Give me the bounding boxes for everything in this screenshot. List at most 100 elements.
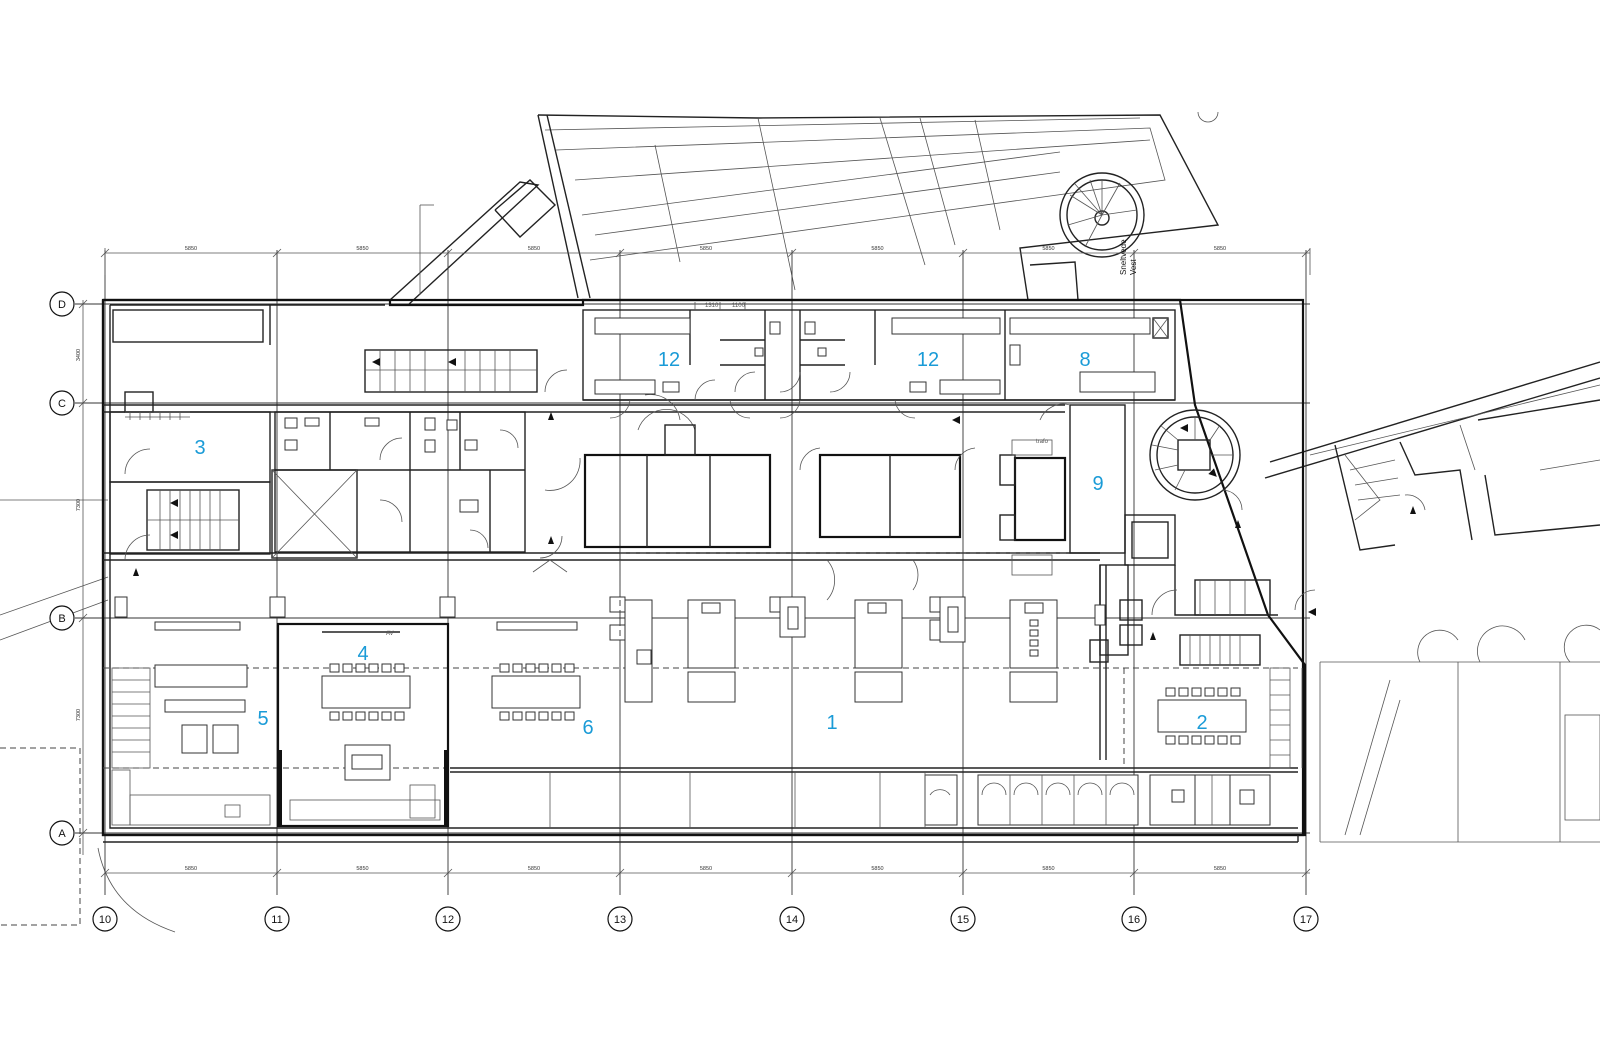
grid-label-column: 12 [442, 914, 454, 926]
grid-label-column: 17 [1300, 914, 1312, 926]
dim-tick-top [443, 248, 453, 258]
grid-bubble-column [950, 906, 976, 932]
dim-bay-top: 5850 [185, 246, 197, 252]
dim-tick-bottom [958, 868, 968, 878]
chair [1191, 735, 1202, 745]
grid-label-row: A [58, 828, 66, 840]
dim-bay-bottom: 5850 [528, 866, 540, 872]
chair [381, 663, 392, 673]
chair [538, 711, 549, 721]
grid-label-row: D [58, 299, 66, 311]
room-number-6: 6 [582, 717, 593, 739]
dim-tick-bottom [272, 868, 282, 878]
dim-tick-top [272, 248, 282, 258]
dim-bay-bottom: 5850 [185, 866, 197, 872]
dim-tick-bottom [1129, 868, 1139, 878]
dim-tick-bottom [100, 868, 110, 878]
room-number-8: 8 [1079, 349, 1090, 371]
chair [394, 663, 405, 673]
meeting-room-furniture [111, 560, 1303, 828]
dim-tick-bottom [787, 868, 797, 878]
chair [1204, 735, 1215, 745]
dim-bay-bottom: 5850 [356, 866, 368, 872]
room-number-12b: 12 [917, 349, 939, 371]
chair [1217, 735, 1228, 745]
core-west [109, 349, 581, 576]
dim-tick-top [787, 248, 797, 258]
dim-tick-top [1129, 248, 1139, 258]
upper-furniture [594, 302, 1169, 424]
room-number-2: 2 [1196, 712, 1207, 734]
chair [1178, 735, 1189, 745]
dim-small-2: 1100 [732, 303, 746, 309]
dim-bay-bottom: 5850 [700, 866, 712, 872]
grid-bubble-row [49, 820, 75, 846]
dim-tick-bottom [1301, 868, 1311, 878]
grid-bubble-column [1121, 906, 1147, 932]
dim-bay-top: 5850 [356, 246, 368, 252]
dim-small-1: 1310 [705, 303, 719, 309]
neighbouring-building-east [1264, 361, 1600, 843]
chair [1230, 687, 1241, 697]
meeting-pods [583, 394, 1067, 549]
dim-bay-top: 5850 [1042, 246, 1054, 252]
chair [512, 711, 523, 721]
chair [355, 663, 366, 673]
chair [525, 711, 536, 721]
chair [564, 663, 575, 673]
chair [538, 663, 549, 673]
chair [329, 711, 340, 721]
grid-label-column: 16 [1128, 914, 1140, 926]
dim-bay-top: 5850 [700, 246, 712, 252]
chair [1191, 687, 1202, 697]
grid-label-row: C [58, 398, 66, 410]
dim-tick-left [78, 828, 88, 838]
street-name-line1: Sneltvede [1119, 239, 1128, 275]
chair [1165, 735, 1176, 745]
dim-tick-top [1301, 248, 1311, 258]
open-office-furniture [549, 559, 1271, 828]
grid-label-row: B [58, 613, 65, 625]
chair [512, 663, 523, 673]
chair [1217, 687, 1228, 697]
grid-bubble-column [1293, 906, 1319, 932]
grid-bubble-column [264, 906, 290, 932]
dim-bay-top: 5850 [528, 246, 540, 252]
grid-label-column: 11 [271, 914, 282, 926]
grid-label-column: 13 [614, 914, 626, 926]
chair [1230, 735, 1241, 745]
chair [355, 711, 366, 721]
dim-bay-top: 5850 [1214, 246, 1226, 252]
grid-bubble-row [49, 291, 75, 317]
dim-tick-top [958, 248, 968, 258]
grid-bubble-column [92, 906, 118, 932]
chair [551, 711, 562, 721]
grid-bubble-column [435, 906, 461, 932]
dim-tick-top [615, 248, 625, 258]
room-number-5: 5 [257, 708, 268, 730]
dim-bay-bottom: 5850 [871, 866, 883, 872]
chair [368, 663, 379, 673]
chair [394, 711, 405, 721]
chair [525, 663, 536, 673]
spiral-stair-north [1059, 172, 1145, 258]
grid-label-column: 15 [957, 914, 969, 926]
grid-bubble-row [49, 605, 75, 631]
dim-tick-left [78, 398, 88, 408]
dim-row-ba: 7300 [76, 709, 82, 721]
room-number-1: 1 [826, 712, 837, 734]
core-east [1011, 403, 1316, 760]
chair [499, 711, 510, 721]
chair [368, 711, 379, 721]
dim-tick-bottom [443, 868, 453, 878]
trafo-label: trafo [1036, 439, 1049, 445]
grid-bubble-column [607, 906, 633, 932]
av-label: AV [386, 631, 394, 637]
chairs [329, 663, 1241, 745]
chair [342, 663, 353, 673]
room-number-12a: 12 [658, 349, 680, 371]
dim-tick-top [100, 248, 110, 258]
room-number-3: 3 [194, 437, 205, 459]
